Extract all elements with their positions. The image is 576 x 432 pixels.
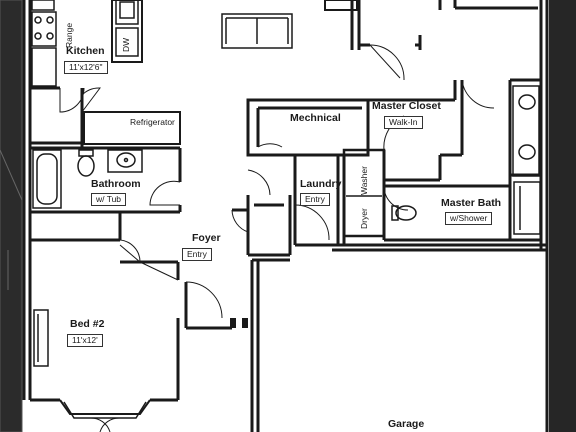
garage-name: Garage xyxy=(388,418,425,430)
right-frame xyxy=(549,0,576,432)
master-bath-note: w/Shower xyxy=(445,212,493,225)
door-jambs xyxy=(230,318,248,328)
kitchen-fixtures xyxy=(31,0,139,87)
bathroom-note: w/ Tub xyxy=(91,193,127,206)
dryer-label: Dryer xyxy=(359,208,369,229)
mechanical-name: Mechnical xyxy=(290,112,341,124)
master-bath-fixtures xyxy=(391,94,536,230)
washer-label: Washer xyxy=(359,166,369,195)
bathroom-name: Bathroom xyxy=(91,178,141,190)
patio-door xyxy=(89,417,121,432)
bed-icon xyxy=(33,309,49,367)
master-bath-name: Master Bath xyxy=(441,197,502,209)
walls xyxy=(22,0,549,432)
dw-label: DW xyxy=(121,37,131,52)
bathroom-fixtures xyxy=(32,149,143,209)
master-closet-note: Walk-In xyxy=(384,116,423,129)
bed2-name: Bed #2 xyxy=(70,318,105,330)
laundry-name: Laundry xyxy=(300,178,342,190)
kitchen-size: 11'x12'6" xyxy=(64,61,108,74)
kitchen-name: Kitchen xyxy=(66,45,105,57)
door-swings xyxy=(59,44,495,319)
refrigerator-label: Refrigerator xyxy=(130,117,175,127)
sofa-icon xyxy=(221,13,293,49)
foyer-name: Foyer xyxy=(192,232,221,244)
laundry-note: Entry xyxy=(300,193,330,206)
left-frame xyxy=(0,0,22,432)
bed2-size: 11'x12' xyxy=(67,334,103,347)
master-closet-name: Master Closet xyxy=(372,100,441,112)
foyer-note: Entry xyxy=(182,248,212,261)
